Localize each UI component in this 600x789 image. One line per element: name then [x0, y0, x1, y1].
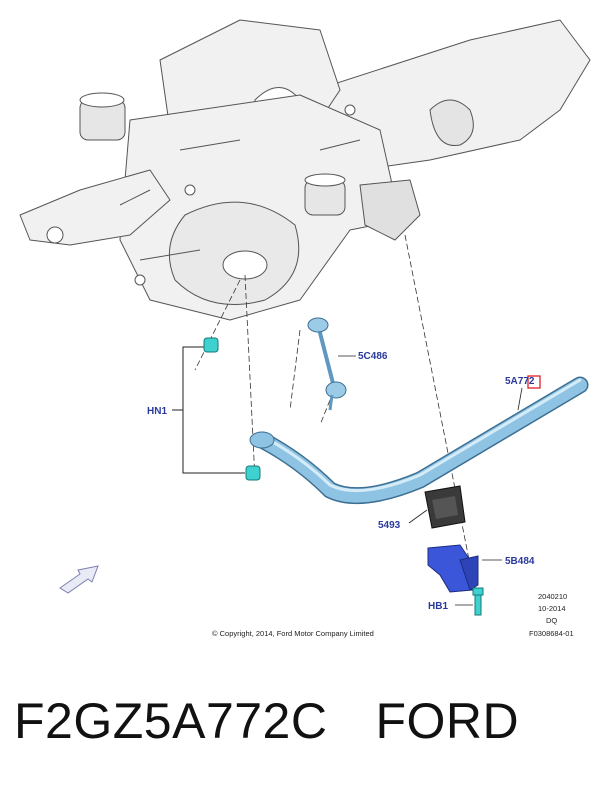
- part-caption: F2GZ5A772C FORD: [14, 686, 586, 756]
- nut-lower-icon: [245, 465, 261, 481]
- nut-upper-icon: [203, 337, 219, 353]
- stabilizer-link: [307, 317, 347, 411]
- code-line-2: 10-2014: [538, 604, 566, 613]
- rear-subframe-assembly: [19, 19, 591, 321]
- front-direction-arrow-icon: [59, 565, 99, 594]
- highlight-box: [527, 375, 541, 389]
- callout-5a772: 5A772: [505, 376, 535, 387]
- part-number: F2GZ5A772C: [14, 693, 328, 749]
- code-line-4: F0308684-01: [529, 629, 574, 638]
- stabilizer-bracket: [427, 544, 479, 593]
- callout-leaders: [338, 355, 523, 606]
- callout-hn1: HN1: [147, 406, 167, 417]
- callout-5c486: 5C486: [358, 351, 388, 362]
- callout-5b484: 5B484: [505, 556, 535, 567]
- code-line-3: DQ: [546, 616, 557, 625]
- code-line-1: 2040210: [538, 592, 567, 601]
- hn1-bracket-line: [182, 346, 245, 474]
- exploded-parts-diagram: HN1 5C486 5A772 5493 5B484 HB1 © Copyrig…: [19, 19, 591, 638]
- brand-name: FORD: [375, 693, 520, 749]
- stabilizer-bar: [249, 376, 589, 505]
- copyright-notice: © Copyright, 2014, Ford Motor Company Li…: [212, 629, 374, 638]
- callout-hb1: HB1: [428, 601, 448, 612]
- bolt-icon: [472, 587, 484, 616]
- stabilizer-bushing: [424, 485, 466, 529]
- callout-5493: 5493: [378, 520, 401, 531]
